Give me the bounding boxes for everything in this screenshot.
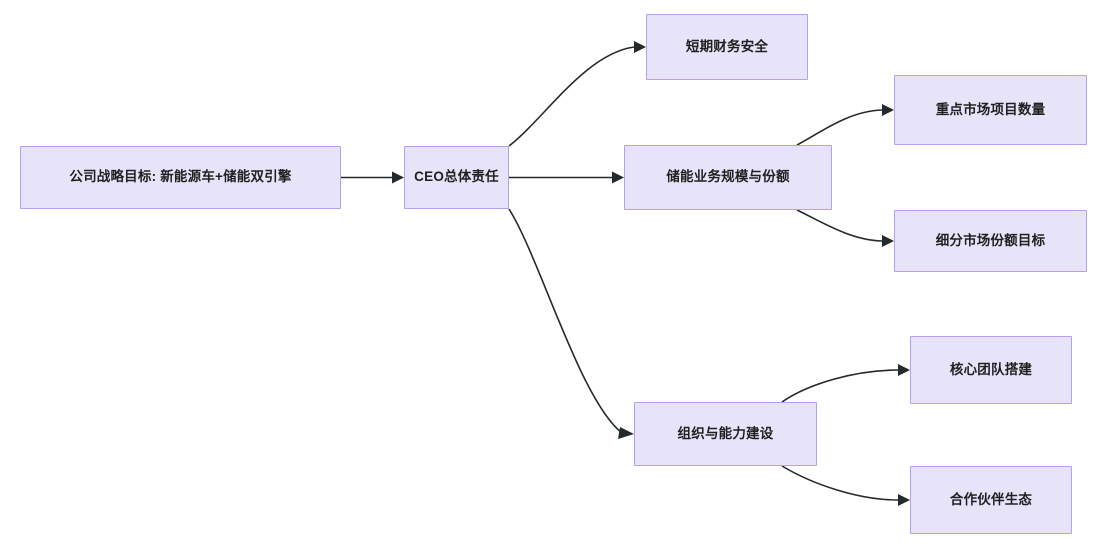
node-core-team[interactable]: 核心团队搭建 <box>910 336 1072 404</box>
node-segment-market-share[interactable]: 细分市场份额目标 <box>894 210 1087 272</box>
edge-ceo-to-org <box>508 208 634 439</box>
node-key-market-projects-label: 重点市场项目数量 <box>935 101 1046 117</box>
node-core-team-label: 核心团队搭建 <box>949 361 1033 377</box>
edge-ceo-to-finance <box>508 41 646 147</box>
node-key-market-projects[interactable]: 重点市场项目数量 <box>894 75 1087 145</box>
node-short-term-finance[interactable]: 短期财务安全 <box>646 14 808 80</box>
edge-ceo-to-storage <box>509 171 624 184</box>
node-partner-ecosystem-label: 合作伙伴生态 <box>949 491 1033 507</box>
node-partner-ecosystem[interactable]: 合作伙伴生态 <box>910 466 1072 534</box>
edge-storage-to-share <box>796 209 894 247</box>
node-storage-business-scale-label: 储能业务规模与份额 <box>666 169 790 185</box>
node-strategy[interactable]: 公司战略目标: 新能源车+储能双引擎 <box>20 146 341 209</box>
node-short-term-finance-label: 短期财务安全 <box>685 38 769 54</box>
edge-storage-to-projects <box>796 104 894 146</box>
node-org-capability[interactable]: 组织与能力建设 <box>634 402 817 466</box>
edge-org-to-partner <box>781 465 910 506</box>
node-ceo-label: CEO总体责任 <box>414 169 499 185</box>
node-org-capability-label: 组织与能力建设 <box>677 425 774 441</box>
node-strategy-label: 公司战略目标: 新能源车+储能双引擎 <box>69 169 292 185</box>
node-segment-market-share-label: 细分市场份额目标 <box>935 232 1046 248</box>
node-ceo[interactable]: CEO总体责任 <box>404 146 509 209</box>
node-storage-business-scale[interactable]: 储能业务规模与份额 <box>624 145 832 210</box>
edge-org-to-team <box>781 364 910 403</box>
edge-strategy-to-ceo <box>341 171 404 184</box>
